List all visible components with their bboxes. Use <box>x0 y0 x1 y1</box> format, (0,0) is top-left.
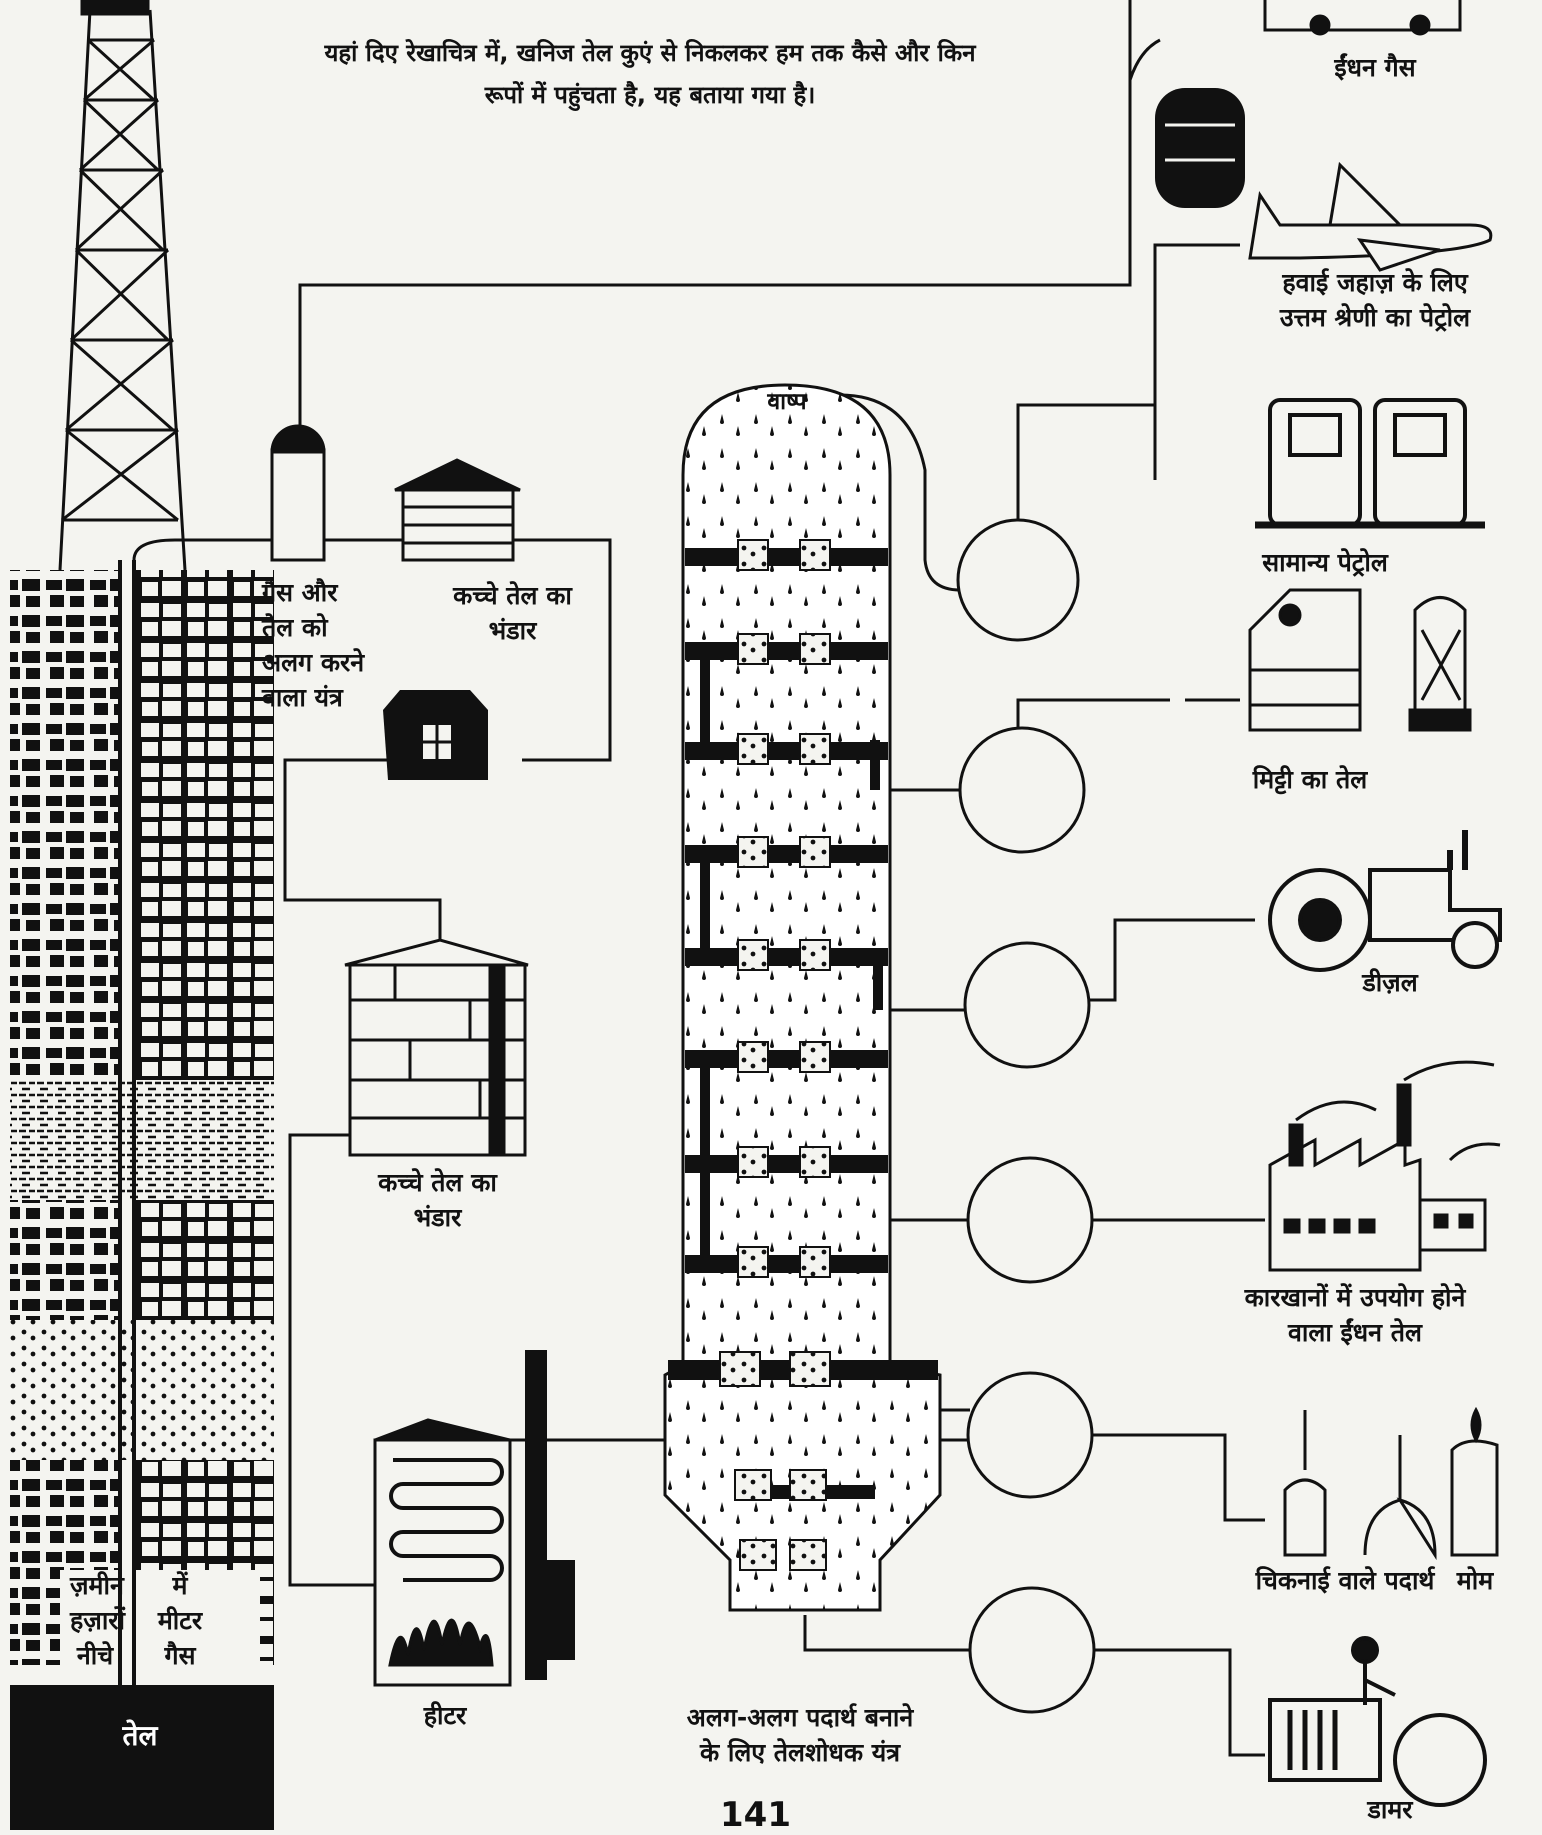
diesel-label: डीज़ल <box>1345 965 1435 1000</box>
aviation-petrol-label: हवाई जहाज़ के लिए उत्तम श्रेणी का पेट्रो… <box>1235 265 1515 335</box>
fraction-circle-5 <box>968 1373 1092 1497</box>
road-roller-icon <box>1270 1638 1485 1805</box>
lantern-icon <box>1410 598 1470 731</box>
intro-text: यहां दिए रेखाचित्र में, खनिज तेल कुएं से… <box>220 32 1080 116</box>
petrol-pump-icon <box>1255 400 1485 525</box>
fuel-oil-label: कारखानों में उपयोग होने वाला ईंधन तेल <box>1215 1280 1495 1350</box>
fraction-circle-2 <box>960 728 1084 852</box>
gas-oil-separator <box>272 426 324 560</box>
fraction-circle-1 <box>958 520 1078 640</box>
crude-oil-store-mid <box>345 940 528 1155</box>
fraction-circle-4 <box>968 1158 1092 1282</box>
crude-oil-store-top <box>395 460 520 560</box>
kerosene-can-icon <box>1250 590 1360 730</box>
crude-store-top-label: कच्चे तेल का भंडार <box>425 578 600 648</box>
lubricants-label: चिकनाई वाले पदार्थ <box>1245 1563 1445 1598</box>
well-depth-label-left: ज़मीन हज़ारों नीचे <box>70 1568 120 1673</box>
vapour-label: वाष्प <box>752 385 822 420</box>
gas-cylinder-icon <box>1130 40 1245 208</box>
petrol-label: सामान्य पेट्रोल <box>1240 545 1410 580</box>
crude-store-mid-label: कच्चे तेल का भंडार <box>350 1165 525 1235</box>
oil-reservoir <box>10 1685 274 1830</box>
oil-well <box>10 0 274 1830</box>
intro-line-1: यहां दिए रेखाचित्र में, खनिज तेल कुएं से… <box>220 32 1080 74</box>
aeroplane-icon <box>1250 165 1491 270</box>
derrick-tower <box>60 0 185 570</box>
candle-icon <box>1452 1410 1497 1555</box>
heater <box>375 1350 575 1685</box>
fraction-circle-3 <box>965 943 1089 1067</box>
oil-label: तेल <box>95 1718 185 1753</box>
lubricant-bottles-icon <box>1285 1410 1435 1555</box>
wax-label: मोम <box>1445 1563 1505 1598</box>
fuel-gas-label: ईंधन गैस <box>1310 50 1440 85</box>
separator-label: गैस और तेल को अलग करने वाला यंत्र <box>262 575 364 715</box>
tractor-icon <box>1270 830 1500 970</box>
heater-chimney <box>525 1350 575 1680</box>
heater-label: हीटर <box>405 1698 485 1733</box>
bitumen-label: डामर <box>1345 1792 1435 1827</box>
factory-icon <box>1270 1062 1500 1270</box>
refinery-label: अलग-अलग पदार्थ बनाने के लिए तेलशोधक यंत्… <box>660 1700 940 1770</box>
fraction-circle-6 <box>970 1588 1094 1712</box>
page-number: 141 <box>720 1795 791 1835</box>
pump-house <box>383 690 488 780</box>
well-depth-label-right: में मीटर गैस <box>145 1568 215 1673</box>
kerosene-label: मिट्टी का तेल <box>1235 762 1385 797</box>
intro-line-2: रूपों में पहुंचता है, यह बताया गया है। <box>220 74 1080 116</box>
fuel-gas-stove-icon <box>1265 0 1460 34</box>
distillation-column <box>665 385 940 1610</box>
